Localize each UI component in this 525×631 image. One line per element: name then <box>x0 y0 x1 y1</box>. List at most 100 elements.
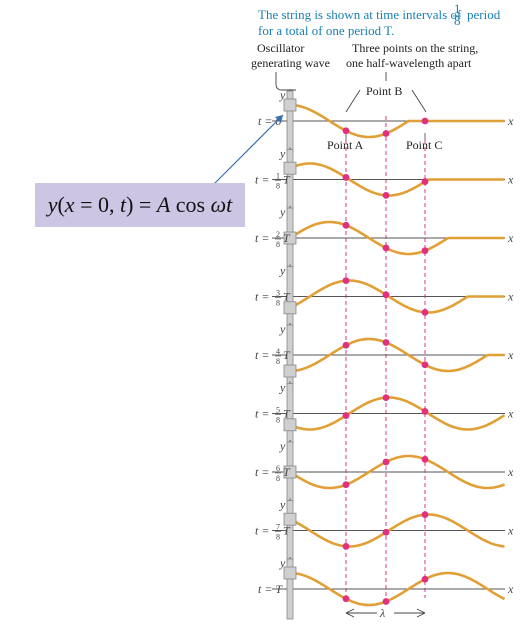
oscillator-block <box>283 512 297 526</box>
equation-text: y(x = 0, t) = A cos ωt <box>47 192 233 217</box>
oscillator-label-2: generating wave <box>251 56 330 70</box>
wave-curve <box>289 279 505 314</box>
time-label-prefix: t = <box>255 407 269 421</box>
time-label-num: 2 <box>276 230 280 239</box>
y-axis-label: y <box>279 205 286 219</box>
point-a-marker <box>342 595 350 603</box>
time-label-den: 8 <box>276 182 280 191</box>
time-label-text: t = T <box>258 582 283 596</box>
x-axis-label: x <box>507 524 514 538</box>
y-axis-label: y <box>279 88 286 102</box>
y-axis-label: y <box>279 381 286 395</box>
time-label-num: 6 <box>276 464 280 473</box>
caption-line-2: for a total of one period T. <box>258 23 394 38</box>
point-b-marker <box>382 130 390 137</box>
equation-arrow-head <box>275 115 283 123</box>
point-c-marker <box>421 117 429 125</box>
oscillator-block <box>283 301 297 315</box>
wave-curve <box>289 513 505 548</box>
oscillator-label-1: Oscillator <box>257 41 304 55</box>
y-axis-label: y <box>279 439 286 453</box>
point-c-marker <box>421 247 429 255</box>
time-label-den: 8 <box>276 357 280 366</box>
time-label-prefix: t = <box>255 173 269 187</box>
time-label-num: 1 <box>276 172 280 181</box>
time-label: t = T <box>258 582 283 596</box>
wave-curve <box>290 571 506 607</box>
y-axis-label: y <box>279 147 286 161</box>
wave-curve <box>290 337 505 373</box>
caption-period-word: period <box>467 7 501 22</box>
point-a-marker <box>342 542 350 550</box>
wave-curve <box>290 103 505 139</box>
oscillator-block <box>283 98 297 112</box>
time-label-prefix: t = <box>255 348 269 362</box>
point-a-marker <box>342 481 350 489</box>
oscillator-block <box>283 418 297 432</box>
point-b-marker <box>382 528 390 536</box>
point-a-marker <box>342 341 350 349</box>
time-label: t = 0 <box>258 114 281 128</box>
time-label-suffix: T <box>283 465 291 479</box>
point-c-marker <box>421 455 429 463</box>
wave-curve <box>289 396 506 431</box>
time-label-suffix: T <box>283 173 291 187</box>
time-label-den: 8 <box>276 240 280 249</box>
point-b-marker <box>382 598 390 605</box>
point-b-leader-left <box>345 89 361 113</box>
x-axis-label: x <box>507 407 514 421</box>
x-axis-label: x <box>507 465 514 479</box>
wave-curve <box>289 220 505 256</box>
point-c-marker <box>421 408 429 415</box>
three-points-label-2: one half-wavelength apart <box>346 56 472 70</box>
time-label-den: 8 <box>276 416 280 425</box>
point-a-marker <box>342 127 350 135</box>
time-label-text: t = 0 <box>258 114 281 128</box>
oscillator-block <box>283 161 297 175</box>
time-label-suffix: T <box>283 348 291 362</box>
time-label-num: 5 <box>276 406 280 415</box>
lambda-arrow-left <box>345 608 355 618</box>
lambda-label-bg <box>377 606 394 620</box>
point-a-marker <box>342 277 350 285</box>
point-c-label: Point C <box>406 138 442 152</box>
point-b-marker <box>382 458 390 466</box>
caption-frac-num: 1 <box>454 1 461 16</box>
x-axis-label: x <box>507 231 514 245</box>
time-label-suffix: T <box>283 290 291 304</box>
time-label-num: 3 <box>276 289 280 298</box>
point-c-marker <box>421 361 429 369</box>
x-axis-label: x <box>507 290 514 304</box>
x-axis-label: x <box>507 348 514 362</box>
wave-curve <box>289 454 505 490</box>
time-label-den: 8 <box>276 299 280 308</box>
lambda-arrow-right <box>416 608 426 618</box>
point-b-marker <box>382 192 390 199</box>
time-label-prefix: t = <box>255 524 269 538</box>
caption-line-1: The string is shown at time intervals of <box>258 7 462 22</box>
y-axis-label: y <box>279 322 286 336</box>
point-a-marker <box>342 221 350 229</box>
time-label-den: 8 <box>276 533 280 542</box>
x-axis-label: x <box>507 173 514 187</box>
time-label-suffix: T <box>283 524 291 538</box>
point-b-label: Point B <box>366 84 402 98</box>
time-label-suffix: T <box>283 231 291 245</box>
x-axis-label: x <box>507 582 514 596</box>
oscillator-block <box>283 231 297 245</box>
x-axis-label: x <box>507 114 514 128</box>
point-c-marker <box>421 308 429 316</box>
time-label-num: 7 <box>276 523 280 532</box>
time-label-suffix: T <box>283 407 291 421</box>
equation-arrow <box>211 114 284 187</box>
equation-box: y(x = 0, t) = A cos ωt <box>35 183 245 227</box>
three-points-label-1: Three points on the string, <box>352 41 478 55</box>
